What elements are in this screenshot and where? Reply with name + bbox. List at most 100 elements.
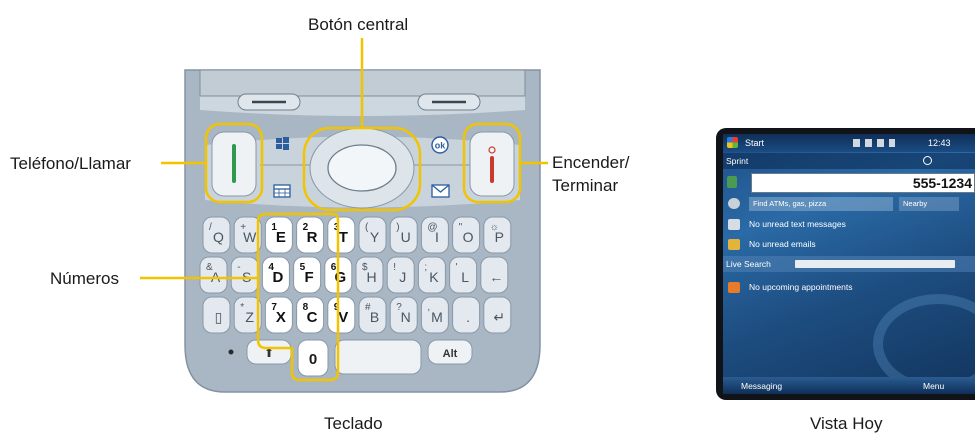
key-20[interactable]	[202, 296, 231, 334]
key-27[interactable]	[420, 296, 449, 334]
key-main-label: H	[366, 269, 376, 285]
power-end-label-line1: Encender/	[552, 153, 630, 172]
key-main-label: B	[370, 309, 379, 325]
email-icon	[728, 239, 740, 250]
today-screen-inner: Start 12:43 Sprint 555-1234 Find ATMs, g…	[723, 134, 975, 394]
dial-input[interactable]: 555-1234	[751, 173, 975, 193]
key-main-label: W	[243, 229, 257, 245]
nearby-button[interactable]: Nearby	[899, 197, 959, 211]
key-5[interactable]	[358, 216, 387, 254]
key-18[interactable]	[449, 256, 478, 294]
zero-callout	[256, 212, 340, 382]
start-windows-icon[interactable]	[727, 137, 738, 148]
key-22[interactable]	[264, 296, 293, 334]
key-24[interactable]	[327, 296, 356, 334]
key-main-label: L	[461, 269, 469, 285]
key-main-label: V	[338, 309, 348, 326]
text-message-icon	[728, 219, 740, 230]
start-label[interactable]: Start	[745, 138, 765, 148]
carrier-row: Sprint	[723, 153, 975, 169]
zero-key-label: 0	[309, 351, 317, 368]
key-10[interactable]	[199, 256, 228, 294]
key-main-label: Z	[245, 309, 254, 325]
key-25[interactable]	[358, 296, 387, 334]
key-main-label: O	[463, 229, 474, 245]
live-search-row[interactable]: Live Search	[723, 256, 975, 272]
key-sub-label: "	[459, 222, 463, 233]
key-17[interactable]	[417, 256, 446, 294]
key-sub-label: 5	[300, 262, 306, 273]
key-main-label: Y	[370, 229, 380, 245]
key-21[interactable]	[233, 296, 262, 334]
alt-key[interactable]	[427, 339, 473, 365]
phone-app-icon	[727, 176, 737, 188]
key-7[interactable]	[420, 216, 449, 254]
key-4[interactable]	[327, 216, 356, 254]
softkey-left[interactable]: Messaging	[741, 381, 783, 391]
key-2[interactable]	[264, 216, 293, 254]
center-button-label: Botón central	[308, 15, 409, 34]
key-28[interactable]	[452, 296, 481, 334]
key-16[interactable]	[386, 256, 415, 294]
key-9[interactable]	[483, 216, 512, 254]
key-sub-label: ?	[396, 302, 402, 313]
key-main-label: J	[399, 269, 406, 285]
softkey-right[interactable]: Menu	[923, 381, 945, 391]
key-19[interactable]	[480, 256, 509, 294]
softkey-bar: Messaging Menu	[723, 377, 975, 394]
key-8[interactable]	[452, 216, 481, 254]
search-hint[interactable]: Find ATMs, gas, pizza	[749, 197, 893, 211]
key-main-label: I	[435, 229, 439, 245]
keys-group: Q/W+E1R2T3Y(U)I@O"P☼A&S-D4F5G6H$J!K;L'←▯…	[199, 216, 512, 334]
today-screen: Start 12:43 Sprint 555-1234 Find ATMs, g…	[716, 128, 975, 400]
key-sub-label: +	[240, 222, 246, 233]
keyboard-caption: Teclado	[324, 414, 383, 433]
key-sub-label: 1	[271, 222, 277, 233]
key-main-label: .	[466, 309, 470, 325]
key-23[interactable]	[296, 296, 325, 334]
live-search-field[interactable]	[795, 260, 955, 268]
key-main-label: U	[401, 229, 411, 245]
key-sub-label: '	[456, 262, 458, 273]
shift-key-label: ⬆	[264, 346, 274, 360]
key-main-label: N	[401, 309, 411, 325]
clock: 12:43	[928, 138, 951, 148]
key-sub-label: #	[365, 302, 371, 313]
emails-row[interactable]: No unread emails	[723, 236, 975, 252]
key-main-label: P	[495, 229, 504, 245]
key-sub-label: 4	[268, 262, 274, 273]
key-12[interactable]	[261, 256, 290, 294]
power-end-label-line2: Terminar	[552, 176, 619, 195]
key-main-label: X	[276, 309, 286, 326]
key-0[interactable]	[202, 216, 231, 254]
key-sub-label: &	[206, 262, 213, 273]
text-messages-row[interactable]: No unread text messages	[723, 216, 975, 232]
key-main-label: E	[276, 229, 286, 246]
appointments-row[interactable]: No upcoming appointments	[723, 279, 975, 295]
key-29[interactable]	[483, 296, 512, 334]
key-main-label: R	[307, 229, 318, 246]
space-key[interactable]	[334, 339, 422, 375]
key-1[interactable]	[233, 216, 262, 254]
zero-key[interactable]	[297, 339, 329, 377]
key-26[interactable]	[389, 296, 418, 334]
phone-call-label: Teléfono/Llamar	[10, 154, 131, 173]
calendar-app-icon	[728, 282, 740, 293]
key-sub-label: ☼	[490, 222, 499, 233]
key-sub-label: (	[365, 222, 369, 233]
center-button[interactable]	[327, 144, 397, 192]
key-sub-label: -	[237, 262, 240, 273]
today-view-caption: Vista Hoy	[810, 414, 883, 433]
gps-icon	[923, 156, 932, 165]
key-main-label: G	[334, 269, 346, 286]
key-sub-label: 8	[303, 302, 309, 313]
key-main-label: T	[339, 229, 348, 246]
key-3[interactable]	[296, 216, 325, 254]
key-15[interactable]	[355, 256, 384, 294]
key-main-label: D	[272, 269, 283, 286]
ok-icon: ok	[431, 136, 449, 154]
dial-row: 555-1234	[723, 171, 975, 193]
key-6[interactable]	[389, 216, 418, 254]
key-13[interactable]	[293, 256, 322, 294]
key-main-label: Q	[213, 229, 224, 245]
